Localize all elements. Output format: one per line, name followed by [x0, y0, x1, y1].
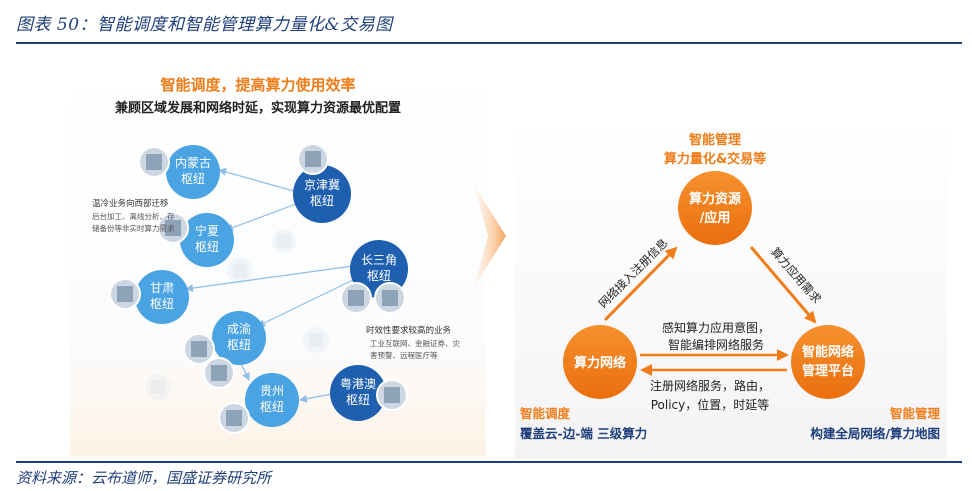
hub-gansu: 甘肃 枢纽: [109, 270, 189, 324]
faint-server-icon: [272, 229, 296, 253]
svg-text:算力资源: 算力资源: [689, 191, 741, 207]
top-rule: [16, 42, 962, 44]
svg-text:京津冀: 京津冀: [304, 178, 340, 192]
svg-text:智能调度: 智能调度: [519, 406, 571, 421]
svg-text:智能网络: 智能网络: [802, 344, 854, 360]
svg-text:枢纽: 枢纽: [227, 337, 251, 352]
top-caption: 智能管理 算力量化&交易等: [664, 132, 766, 167]
left-subheadline: 兼顾区域发展和网络时延，实现算力资源最优配置: [115, 100, 401, 116]
bottom-rule: [16, 461, 962, 463]
svg-text:枢纽: 枢纽: [150, 296, 174, 311]
link-changsanjiao-gansu: [185, 265, 354, 293]
svg-text:Policy，位置，时延等: Policy，位置，时延等: [651, 397, 770, 412]
edge-resource-to-platform: [749, 246, 817, 324]
server-rack-icon: [382, 290, 398, 306]
server-rack-icon: [211, 365, 227, 381]
server-rack-icon: [348, 290, 364, 306]
link-yuegangao-guizhou: [299, 393, 333, 403]
hub-jingjinji: 京津冀 枢纽: [293, 143, 351, 223]
svg-text:宁夏: 宁夏: [195, 223, 219, 238]
node-compute-resource: 算力资源 /应用: [678, 171, 752, 245]
edge-label-network-access: 网络接入注册信息: [596, 236, 671, 311]
source-note: 资料来源：云布道师，国盛证券研究所: [16, 469, 272, 487]
svg-text:工业互联网、金融证券、灾: 工业互联网、金融证券、灾: [370, 338, 460, 348]
faint-server-icon: [227, 258, 253, 284]
svg-text:储备份等非实时算力需求: 储备份等非实时算力需求: [92, 223, 175, 233]
server-rack-icon: [117, 286, 133, 302]
svg-text:/应用: /应用: [700, 210, 731, 226]
faint-server-icon: [145, 374, 171, 400]
svg-text:构建全局网络/算力地图: 构建全局网络/算力地图: [810, 426, 940, 441]
hub-neimenggu: 内蒙古 枢纽: [138, 145, 220, 199]
transition-arrow: [474, 185, 506, 287]
hub-yuegangao: 粤港澳 枢纽: [330, 365, 408, 421]
svg-text:粤港澳: 粤港澳: [340, 376, 376, 391]
svg-text:害预警、远程医疗等: 害预警、远程医疗等: [370, 350, 438, 360]
hub-changsanjiao: 长三角 枢纽: [340, 240, 408, 314]
bottom-right-caption: 智能管理 构建全局网络/算力地图: [810, 406, 940, 441]
bottom-left-caption: 智能调度 覆盖云-边-端 三级算力: [519, 406, 647, 441]
node-compute-network: 算力网络: [563, 325, 637, 399]
svg-text:注册网络服务，路由，: 注册网络服务，路由，: [650, 378, 770, 393]
svg-text:内蒙古: 内蒙古: [175, 155, 211, 170]
svg-text:算力网络: 算力网络: [574, 355, 626, 371]
link-changsanjiao-chengyu: [257, 277, 358, 327]
svg-text:枢纽: 枢纽: [181, 171, 205, 186]
svg-text:感知算力应用意图，: 感知算力应用意图，: [662, 320, 770, 335]
svg-text:智能编排网络服务: 智能编排网络服务: [668, 337, 764, 352]
svg-text:管理平台: 管理平台: [802, 363, 854, 379]
svg-text:枢纽: 枢纽: [346, 392, 370, 407]
svg-text:时效性要求较高的业务: 时效性要求较高的业务: [366, 325, 452, 336]
server-rack-icon: [146, 154, 162, 170]
link-jingjinji-neimenggu: [218, 168, 298, 193]
svg-text:后台加工、离线分析、存: 后台加工、离线分析、存: [92, 211, 175, 221]
server-rack-icon: [191, 341, 207, 357]
svg-text:智能管理: 智能管理: [689, 132, 741, 148]
svg-text:贵州: 贵州: [260, 384, 284, 398]
hub-ningxia: 宁夏 枢纽: [157, 212, 234, 267]
left-headline: 智能调度，提高算力使用效率: [160, 76, 355, 94]
svg-text:枢纽: 枢纽: [310, 193, 334, 208]
node-network-platform: 智能网络 管理平台: [791, 325, 865, 399]
hub-guizhou: 贵州 枢纽: [218, 373, 299, 434]
center-upper-text: 感知算力应用意图， 智能编排网络服务: [662, 320, 770, 352]
latency-business-note: 时效性要求较高的业务 工业互联网、金融证券、灾 害预警、远程医疗等: [366, 325, 460, 360]
svg-text:枢纽: 枢纽: [260, 399, 284, 414]
server-rack-icon: [226, 410, 242, 426]
svg-text:算力量化&交易等: 算力量化&交易等: [664, 151, 766, 167]
server-rack-icon: [165, 220, 181, 236]
link-jingjinji-ningxia: [225, 203, 297, 232]
figure-title: 图表 50：智能调度和智能管理算力量化&交易图: [16, 15, 393, 35]
svg-text:成渝: 成渝: [227, 321, 251, 336]
svg-text:枢纽: 枢纽: [367, 268, 391, 283]
svg-text:覆盖云-边-端 三级算力: 覆盖云-边-端 三级算力: [519, 426, 647, 441]
west-migration-note: 温冷业务向西部迁移 后台加工、离线分析、存 储备份等非实时算力需求: [92, 198, 175, 233]
faint-server-icon: [303, 327, 329, 353]
right-panel-background: [515, 116, 947, 458]
svg-text:枢纽: 枢纽: [195, 239, 219, 254]
svg-text:温冷业务向西部迁移: 温冷业务向西部迁移: [92, 198, 169, 209]
center-lower-text: 注册网络服务，路由， Policy，位置，时延等: [650, 378, 770, 412]
hub-chengyu: 成渝 枢纽: [183, 311, 266, 389]
svg-text:长三角: 长三角: [361, 253, 397, 267]
server-rack-icon: [305, 151, 321, 167]
svg-text:甘肃: 甘肃: [150, 281, 174, 295]
svg-text:智能管理: 智能管理: [889, 406, 941, 421]
server-rack-icon: [384, 387, 400, 403]
edge-network-to-resource: [603, 246, 678, 322]
